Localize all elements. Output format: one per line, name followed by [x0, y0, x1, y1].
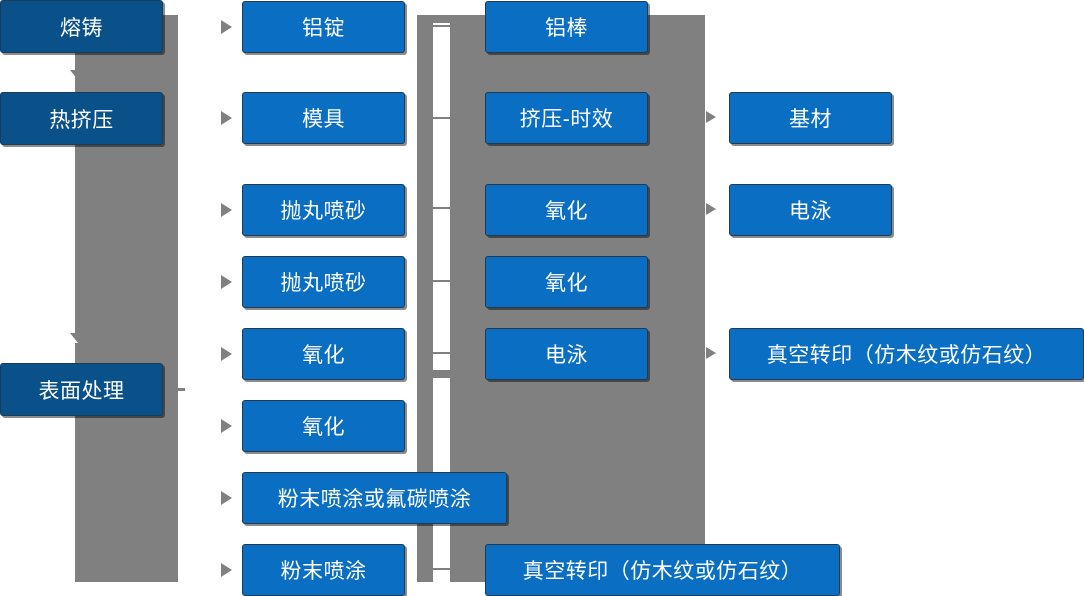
- process-box-c3-6[interactable]: 真空转印（仿木纹或仿石纹）: [485, 544, 840, 596]
- process-label-c3-5: 电泳: [545, 344, 588, 367]
- process-box-c2-1[interactable]: 铝锭: [242, 1, 405, 53]
- stage-label-2: 热挤压: [49, 108, 114, 132]
- arrow-into-c4-1: [706, 111, 716, 123]
- process-box-c3-1[interactable]: 铝棒: [485, 1, 648, 53]
- process-box-c3-3[interactable]: 氧化: [485, 184, 648, 236]
- process-box-c2-4[interactable]: 抛丸喷砂: [242, 256, 405, 308]
- process-box-c2-8[interactable]: 粉末喷涂: [242, 544, 405, 596]
- arrow-into-c2-6: [221, 419, 232, 433]
- process-box-c3-4[interactable]: 氧化: [485, 256, 648, 308]
- process-box-c3-5[interactable]: 电泳: [485, 328, 648, 380]
- tick-c3-5: [433, 352, 451, 354]
- tick-band-join-mid: [417, 370, 451, 378]
- arrow-into-c4-2: [706, 203, 716, 215]
- output-box-c4-1[interactable]: 基材: [729, 92, 892, 144]
- arrow-down-stage2: [70, 333, 86, 343]
- process-label-c3-2: 挤压-时效: [519, 108, 614, 131]
- connector-notch: [0, 333, 78, 343]
- tick-c3-3: [433, 207, 451, 209]
- tick-c3-1: [433, 25, 451, 27]
- stage-box-1[interactable]: 熔铸: [0, 0, 163, 53]
- process-label-c2-8: 粉末喷涂: [280, 560, 367, 583]
- process-label-c2-7: 粉末喷涂或氟碳喷涂: [277, 488, 472, 511]
- output-label-c4-3: 真空转印（仿木纹或仿石纹）: [766, 344, 1047, 367]
- process-box-c2-5[interactable]: 氧化: [242, 328, 405, 380]
- output-label-c4-2: 电泳: [789, 200, 832, 223]
- stage-box-3[interactable]: 表面处理: [0, 363, 163, 416]
- process-box-c2-6[interactable]: 氧化: [242, 400, 405, 452]
- tick-band-join-top: [417, 15, 451, 23]
- tick-c3-6: [433, 568, 451, 570]
- arrow-into-c2-8: [221, 563, 232, 577]
- process-label-c2-4: 抛丸喷砂: [280, 272, 367, 295]
- process-label-c2-6: 氧化: [302, 416, 345, 439]
- tick-c3-4: [433, 280, 451, 282]
- arrow-into-c2-5: [221, 347, 232, 361]
- process-label-c2-5: 氧化: [302, 344, 345, 367]
- arrow-into-c2-3: [221, 203, 232, 217]
- process-label-c3-3: 氧化: [545, 200, 588, 223]
- output-box-c4-3[interactable]: 真空转印（仿木纹或仿石纹）: [729, 328, 1084, 380]
- connector-band-middle: [417, 15, 433, 582]
- arrow-into-c4-3: [706, 347, 716, 359]
- process-label-c2-1: 铝锭: [302, 17, 345, 40]
- output-label-c4-1: 基材: [789, 108, 832, 131]
- process-box-c2-2[interactable]: 模具: [242, 92, 405, 144]
- process-box-c2-3[interactable]: 抛丸喷砂: [242, 184, 405, 236]
- arrow-into-c2-1: [221, 20, 232, 34]
- arrow-into-c2-2: [221, 111, 232, 125]
- arrow-into-c2-7: [221, 491, 232, 505]
- process-label-c2-3: 抛丸喷砂: [280, 200, 367, 223]
- stage-label-3: 表面处理: [38, 379, 125, 403]
- arrow-into-c2-4: [221, 275, 232, 289]
- tick-c3-2: [433, 117, 451, 119]
- process-label-c3-1: 铝棒: [545, 17, 588, 40]
- process-label-c3-6: 真空转印（仿木纹或仿石纹）: [522, 560, 803, 583]
- stage-label-1: 熔铸: [60, 16, 103, 40]
- process-box-c2-7[interactable]: 粉末喷涂或氟碳喷涂: [242, 472, 507, 524]
- stage-box-2[interactable]: 热挤压: [0, 92, 163, 145]
- connector-stub-stage3: [163, 388, 185, 391]
- process-box-c3-2[interactable]: 挤压-时效: [485, 92, 648, 144]
- process-label-c2-2: 模具: [302, 108, 345, 131]
- arrow-down-stage1: [70, 70, 86, 80]
- process-label-c3-4: 氧化: [545, 272, 588, 295]
- output-box-c4-2[interactable]: 电泳: [729, 184, 892, 236]
